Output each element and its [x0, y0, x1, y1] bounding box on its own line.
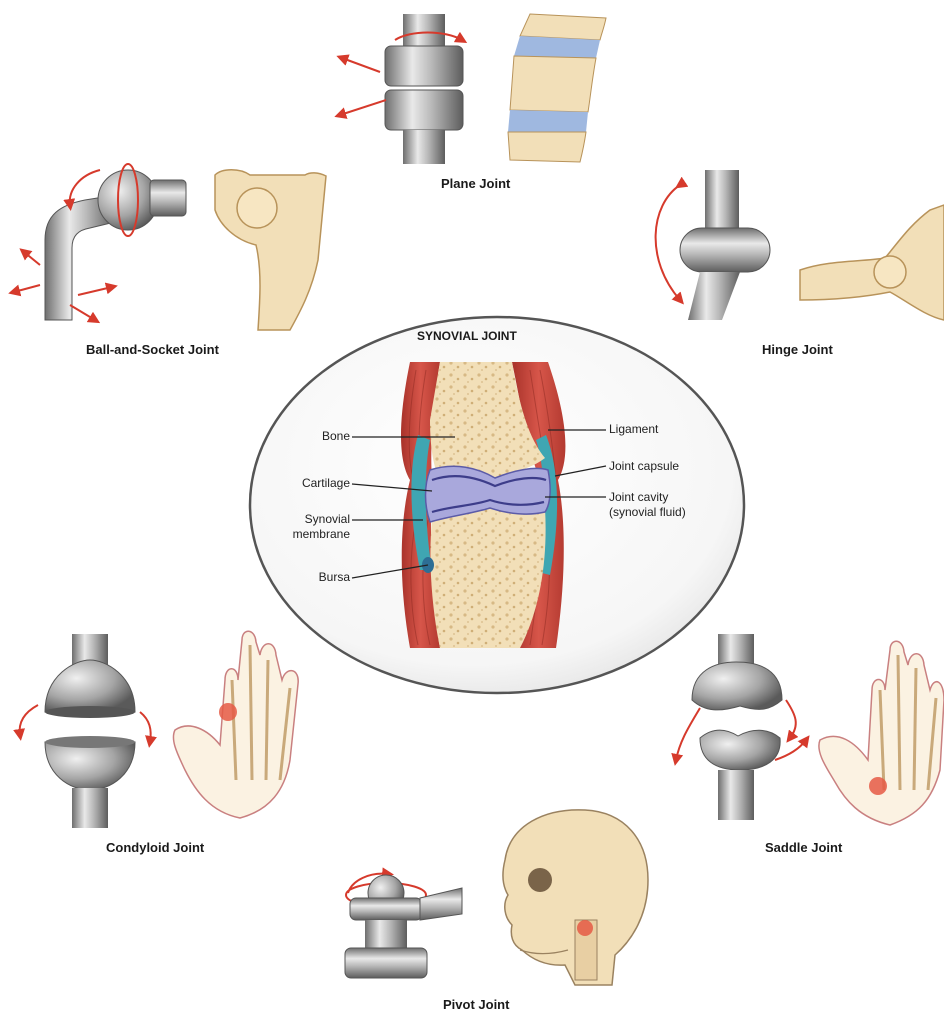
label-joint-cavity-1: Joint cavity — [609, 490, 668, 505]
ball-and-socket-joint-label: Ball-and-Socket Joint — [86, 342, 219, 357]
saddle-joint-label: Saddle Joint — [765, 840, 842, 855]
label-synovial-membrane-2: membrane — [270, 527, 350, 542]
label-joint-capsule: Joint capsule — [609, 459, 679, 474]
hinge-joint-label: Hinge Joint — [762, 342, 833, 357]
pivot-joint-illustration — [345, 810, 648, 985]
label-ligament: Ligament — [609, 422, 658, 437]
hinge-joint-illustration — [656, 170, 944, 320]
label-synovial-membrane-1: Synovial — [270, 512, 350, 527]
label-joint-cavity-2: (synovial fluid) — [609, 505, 686, 520]
lower-bone — [430, 506, 545, 648]
pivot-joint-label: Pivot Joint — [443, 997, 509, 1012]
condyloid-joint-illustration — [20, 631, 299, 828]
ball-and-socket-illustration — [14, 164, 326, 330]
saddle-joint-illustration — [676, 634, 944, 825]
plane-joint-illustration — [340, 14, 606, 164]
label-bursa: Bursa — [270, 570, 350, 585]
plane-joint-label: Plane Joint — [441, 176, 510, 191]
label-cartilage: Cartilage — [270, 476, 350, 491]
label-bone: Bone — [280, 429, 350, 444]
condyloid-joint-label: Condyloid Joint — [106, 840, 204, 855]
synovial-joint-title: SYNOVIAL JOINT — [417, 329, 517, 343]
